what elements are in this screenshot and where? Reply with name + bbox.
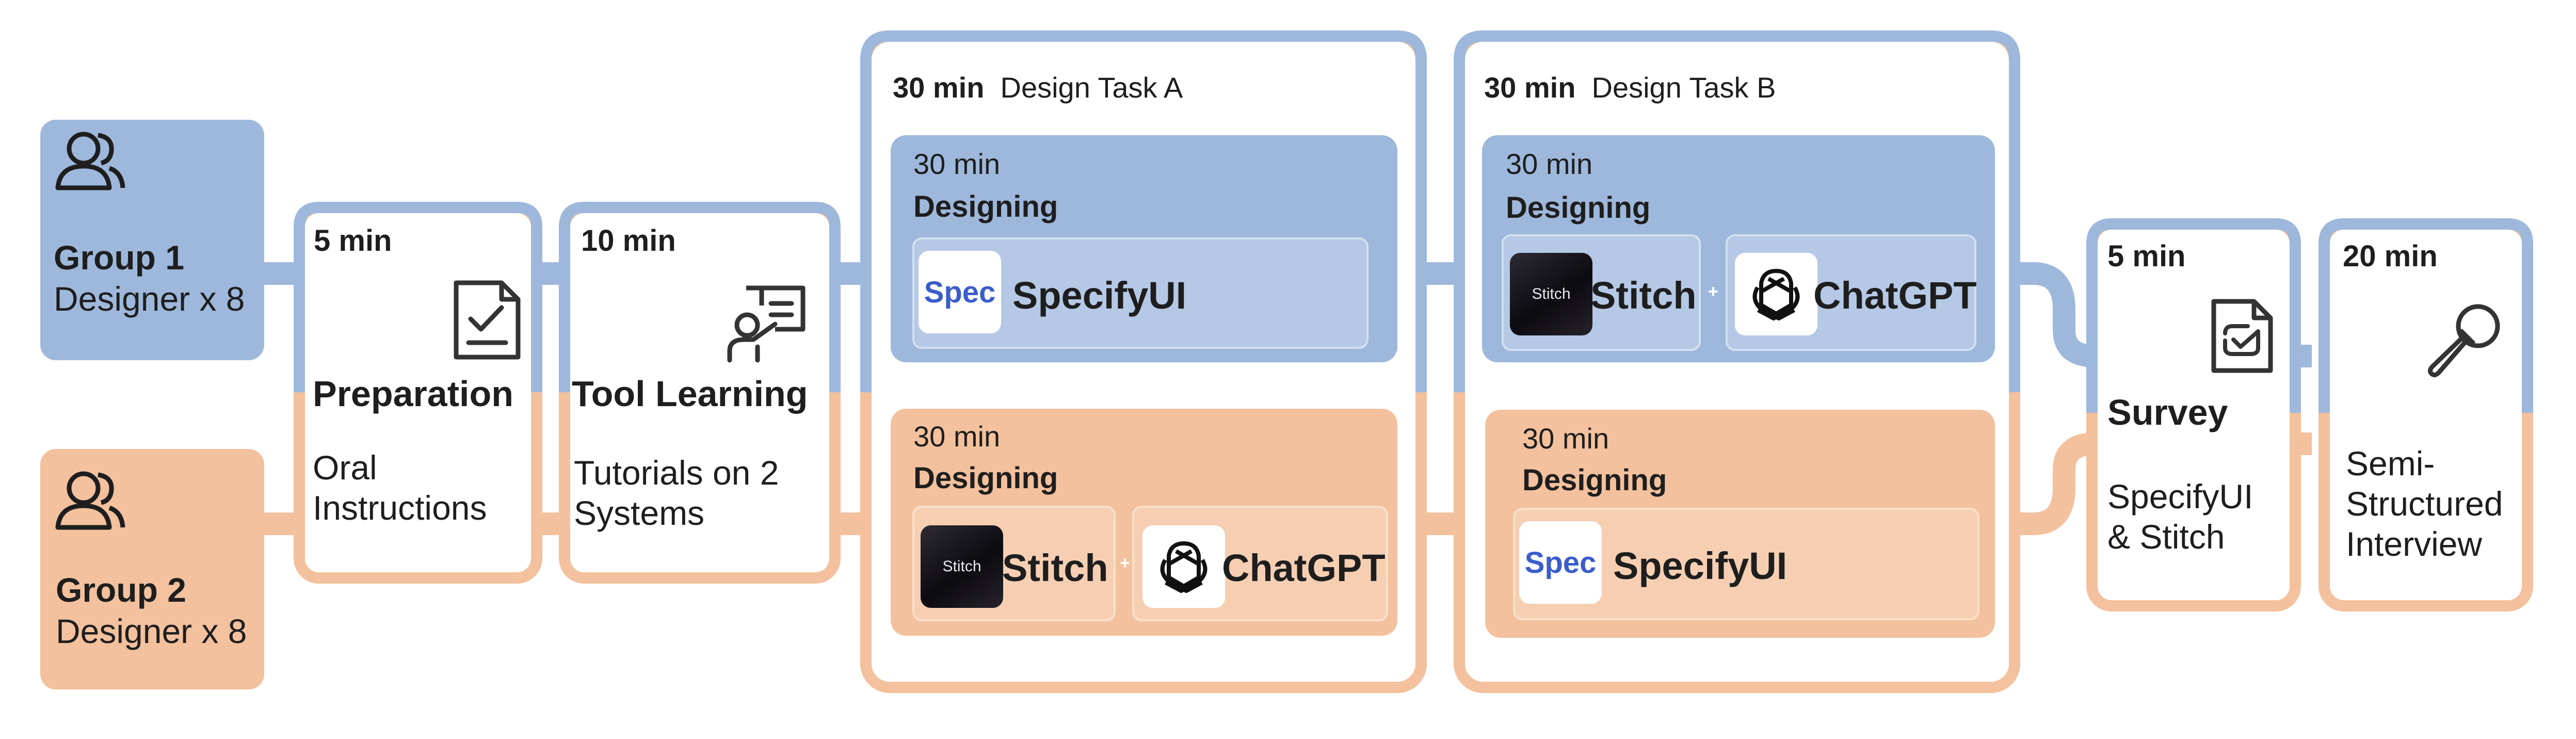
stitch-logo: Stitch	[1510, 253, 1592, 335]
task-b-g1-tool2-name: ChatGPT	[1813, 274, 1977, 317]
specifyui-logo: Spec	[919, 251, 1001, 333]
survey-document-icon	[2210, 297, 2277, 377]
preparation-body: Oral Instructions	[313, 448, 487, 527]
task-a-g1-label: Designing	[913, 190, 1058, 223]
users-icon	[54, 467, 126, 536]
plus-joiner: +	[1708, 282, 1718, 301]
task-b-g2-tool-name: SpecifyUI	[1613, 544, 1788, 587]
interview-duration: 20 min	[2343, 239, 2438, 273]
preparation-title: Preparation	[313, 374, 513, 414]
task-a-g1-duration: 30 min	[913, 148, 1001, 180]
plus-joiner: +	[1120, 553, 1130, 573]
openai-knot-icon	[1752, 269, 1800, 320]
group1-box	[40, 120, 264, 360]
task-b-g1-tool1-name: Stitch	[1590, 274, 1697, 317]
users-icon	[54, 127, 126, 197]
task-a-g2-label: Designing	[913, 461, 1058, 495]
task-a-g2-duration: 30 min	[913, 420, 1001, 453]
survey-title: Survey	[2107, 392, 2228, 432]
task-a-g1-tool-name: SpecifyUI	[1012, 274, 1187, 317]
openai-knot-icon	[1160, 541, 1208, 593]
tool-learning-body: Tutorials on 2 Systems	[574, 454, 779, 532]
task-a-duration: 30 min	[893, 71, 985, 104]
specifyui-logo: Spec	[1519, 521, 1602, 604]
task-b-g1-label: Designing	[1506, 191, 1651, 224]
task-b-duration: 30 min	[1484, 71, 1576, 104]
task-a-g2-tool2-name: ChatGPT	[1222, 547, 1386, 589]
stitch-logo: Stitch	[921, 525, 1003, 608]
survey-duration: 5 min	[2107, 239, 2186, 273]
chatgpt-logo-icon	[1142, 525, 1225, 608]
task-a-g2-tool1-name: Stitch	[1002, 547, 1108, 589]
tool-learning-title: Tool Learning	[572, 374, 808, 414]
group1-title: Group 1	[54, 238, 185, 277]
task-b-g2-label: Designing	[1522, 463, 1667, 497]
group2-subtitle: Designer x 8	[56, 612, 247, 650]
task-b-header: 30 min Design Task B	[1484, 73, 1776, 102]
presenter-icon	[726, 283, 808, 368]
task-b-g1-duration: 30 min	[1506, 148, 1593, 180]
preparation-box	[299, 207, 537, 578]
task-a-title: Design Task A	[1000, 71, 1183, 104]
group2-title: Group 2	[56, 571, 187, 609]
interview-body: Semi-Structured Interview	[2346, 444, 2503, 563]
chatgpt-logo-icon	[1735, 253, 1817, 335]
task-b-g2-duration: 30 min	[1522, 422, 1609, 455]
survey-body: SpecifyUI & Stitch	[2107, 477, 2253, 556]
checklist-icon	[452, 279, 524, 364]
group1-subtitle: Designer x 8	[54, 280, 245, 318]
preparation-duration: 5 min	[314, 224, 392, 258]
group2-connector	[261, 432, 2312, 535]
tool-learning-duration: 10 min	[581, 224, 676, 258]
task-b-title: Design Task B	[1591, 71, 1776, 104]
task-a-header: 30 min Design Task A	[893, 73, 1183, 102]
microphone-icon	[2422, 299, 2505, 384]
